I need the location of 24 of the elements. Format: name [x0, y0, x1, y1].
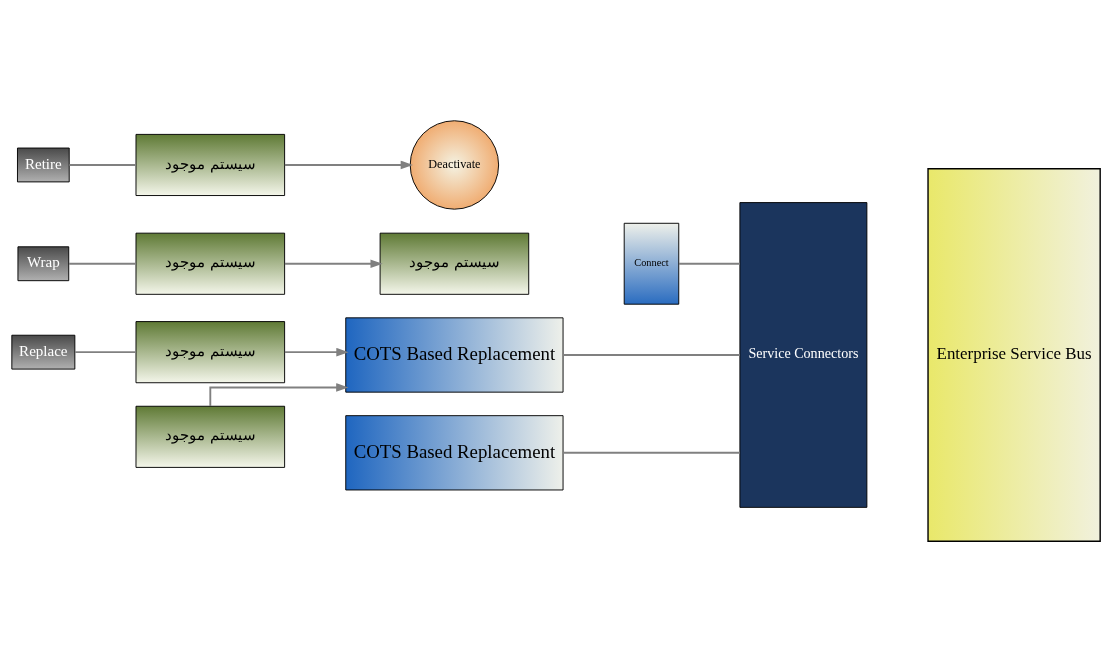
- node-box: Retire: [17, 147, 70, 183]
- connector: [68, 262, 137, 265]
- node-box: Connect: [623, 222, 680, 305]
- node-box: سیستم موجود: [135, 133, 286, 196]
- node-box: COTS Based Replacement: [345, 415, 564, 491]
- arrow: [283, 347, 349, 357]
- node-box: COTS Based Replacement: [345, 317, 564, 393]
- node-box: سیستم موجود: [135, 232, 286, 295]
- connector: [68, 164, 137, 166]
- node-box: Enterprise Service Bus: [927, 168, 1101, 542]
- arrow: [209, 383, 349, 408]
- connector: [74, 351, 137, 354]
- connector: [678, 262, 741, 265]
- node-box: سیستم موجود: [135, 405, 286, 468]
- arrow: [283, 259, 383, 269]
- connector: [562, 451, 741, 454]
- node-box: سیستم موجود: [135, 321, 286, 384]
- node-circle: Deactivate: [409, 120, 500, 210]
- arrow: [283, 160, 413, 170]
- node-box: سیستم موجود: [379, 232, 530, 295]
- node-box: Replace: [11, 334, 76, 370]
- node-box: Wrap: [17, 246, 70, 282]
- node-box: Service Connectors: [739, 202, 868, 508]
- connector: [562, 354, 741, 356]
